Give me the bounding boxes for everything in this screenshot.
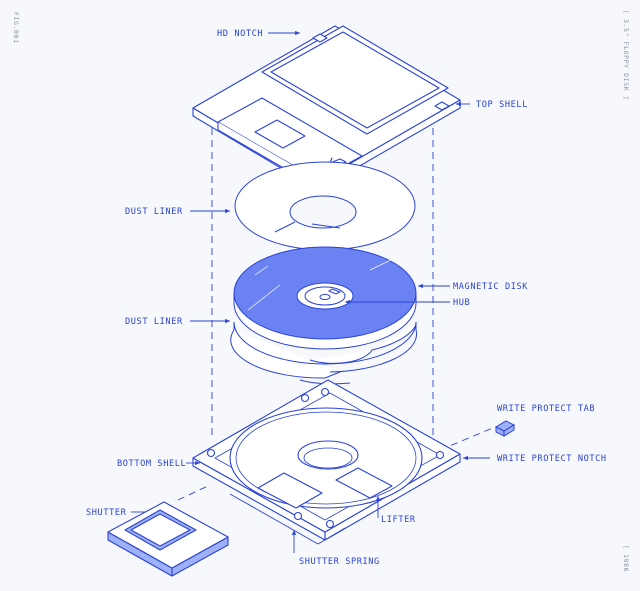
label-write-protect-notch: WRITE PROTECT NOTCH (497, 454, 607, 464)
dust-liner-top-part (234, 161, 416, 251)
label-lifter: LIFTER (381, 515, 416, 525)
figure-id: FIG.001 (12, 12, 20, 44)
label-shutter-spring: SHUTTER SPRING (299, 557, 380, 567)
label-write-protect-tab: WRITE PROTECT TAB (497, 404, 595, 414)
guide-lines (177, 128, 496, 501)
bottom-shell-part (192, 379, 461, 545)
label-hd-notch: HD NOTCH (217, 29, 263, 39)
label-dust-liner-bottom: DUST LINER (125, 317, 183, 327)
figure-side-title: [ 3.5" FLOPPY DISK ] (622, 10, 630, 100)
label-hub: HUB (453, 298, 470, 308)
figure-year: [ 1986 (622, 545, 630, 572)
label-bottom-shell: BOTTOM SHELL (117, 459, 186, 469)
label-top-shell: TOP SHELL (476, 100, 528, 110)
label-dust-liner-top: DUST LINER (125, 207, 183, 217)
label-magnetic-disk: MAGNETIC DISK (453, 282, 528, 292)
magnetic-disk-part (233, 246, 417, 350)
label-shutter: SHUTTER (86, 508, 127, 518)
write-protect-tab-part (494, 420, 516, 437)
shutter-part (107, 501, 229, 577)
leader-lines (131, 30, 490, 553)
